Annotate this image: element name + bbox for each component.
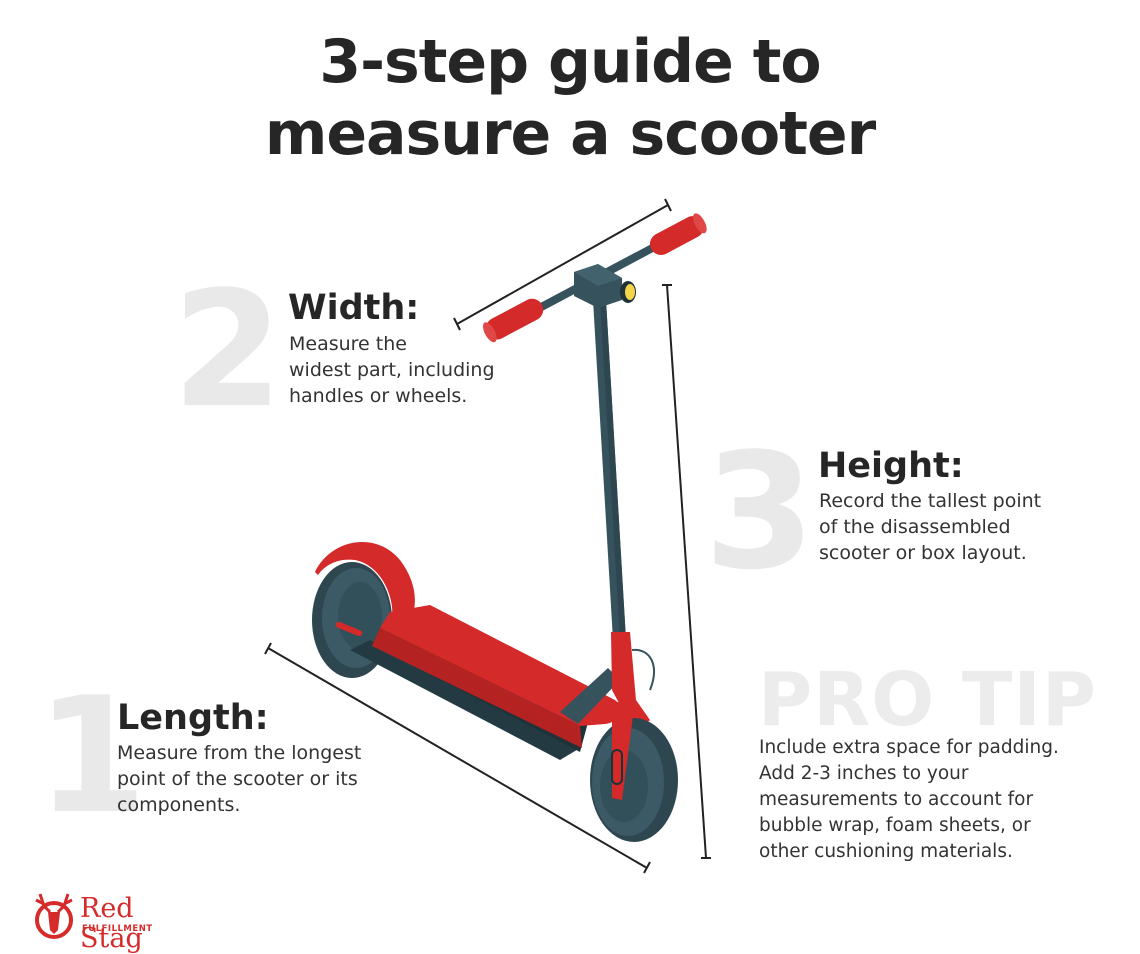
step-3-line: Record the tallest point <box>819 490 1042 512</box>
step-1-description: Measure from the longest point of the sc… <box>117 740 361 818</box>
pro-tip-line: measurements to account for <box>759 789 1034 810</box>
pro-tip-heading: PRO TIP <box>758 657 1098 743</box>
pro-tip-line: other cushioning materials. <box>759 841 1013 862</box>
step-3-heading: Height: <box>818 446 964 486</box>
step-3-description: Record the tallest point of the disassem… <box>819 488 1041 566</box>
step-1-line: point of the scooter or its <box>117 768 358 790</box>
title-line-2: measure a scooter <box>264 99 876 169</box>
step-1-line: components. <box>117 794 241 816</box>
height-measure-line <box>662 284 711 859</box>
step-1-heading: Length: <box>117 698 269 738</box>
step-3-numeral: 3 <box>704 418 816 605</box>
step-2-line: handles or wheels. <box>289 385 468 407</box>
step-2-line: widest part, including <box>289 359 495 381</box>
logo-name: Red Stag <box>80 893 143 954</box>
pro-tip-description: Include extra space for padding. Add 2-3… <box>759 735 1059 865</box>
page-title: 3-step guide to measure a scooter <box>0 26 1140 170</box>
step-3-line: scooter or box layout. <box>819 542 1027 564</box>
handlebar <box>483 213 707 343</box>
step-2-line: Measure the <box>289 333 407 355</box>
logo-subtitle: FULFILLMENT <box>82 924 153 934</box>
front-wheel <box>590 718 678 842</box>
width-measure-line <box>453 198 672 331</box>
step-1-line: Measure from the longest <box>117 742 362 764</box>
pro-tip-line: bubble wrap, foam sheets, or <box>759 815 1031 836</box>
red-stag-logo: Red Stag FULFILLMENT <box>32 890 202 954</box>
step-2-description: Measure the widest part, including handl… <box>289 331 495 409</box>
title-line-1: 3-step guide to <box>319 27 821 97</box>
step-3-line: of the disassembled <box>819 516 1011 538</box>
pro-tip-line: Add 2-3 inches to your <box>759 763 969 784</box>
step-2-numeral: 2 <box>172 256 284 443</box>
length-measure-line <box>264 642 651 874</box>
step-1-numeral: 1 <box>36 662 148 849</box>
stag-head-icon <box>35 893 73 939</box>
pro-tip-line: Include extra space for padding. <box>759 737 1059 758</box>
step-2-heading: Width: <box>288 288 420 328</box>
